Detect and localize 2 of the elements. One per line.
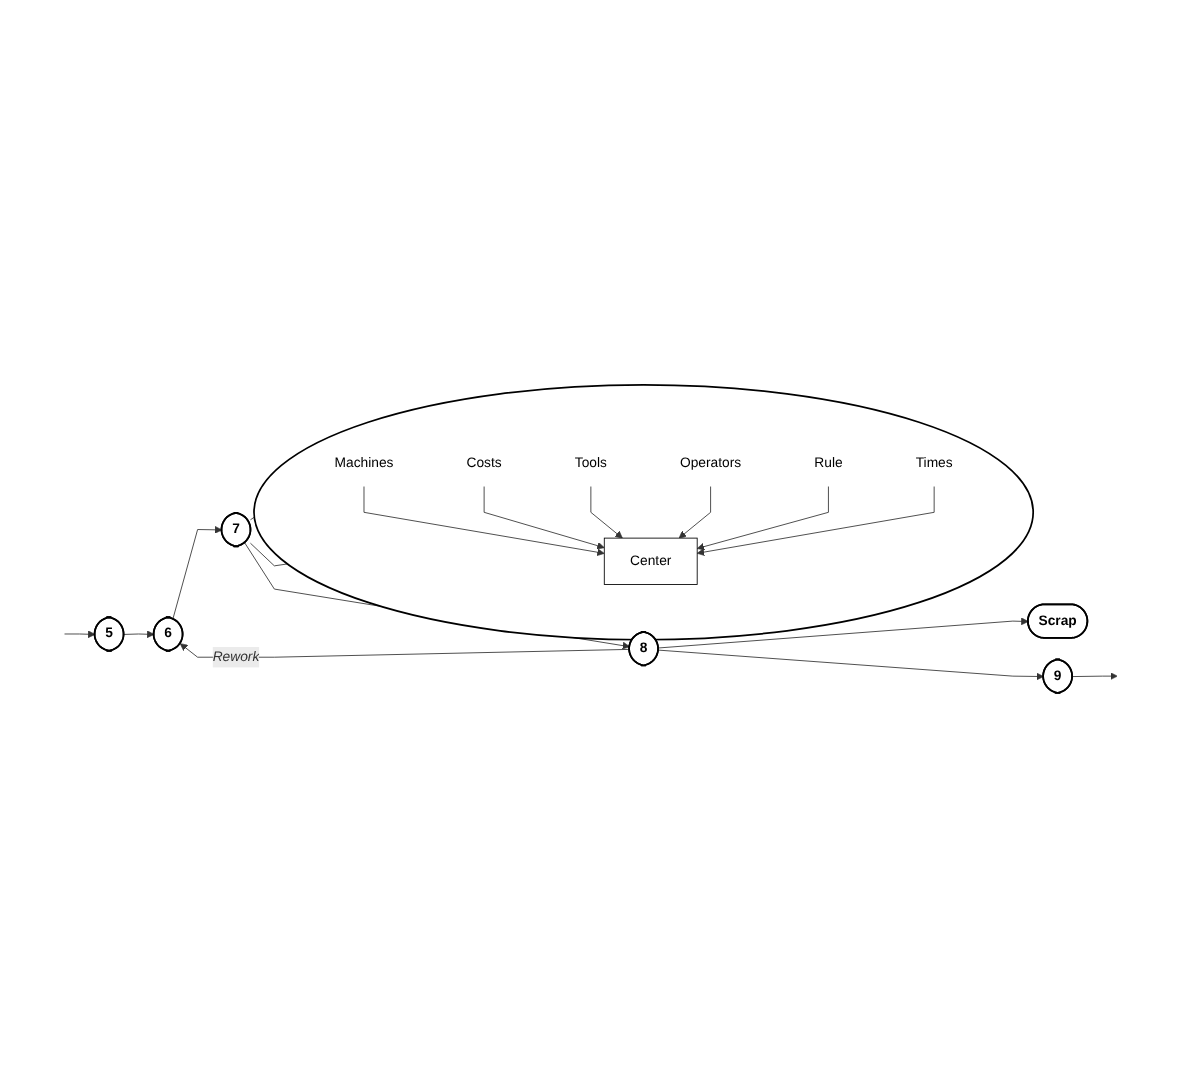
connector — [250, 542, 290, 567]
cluster — [253, 384, 1035, 641]
